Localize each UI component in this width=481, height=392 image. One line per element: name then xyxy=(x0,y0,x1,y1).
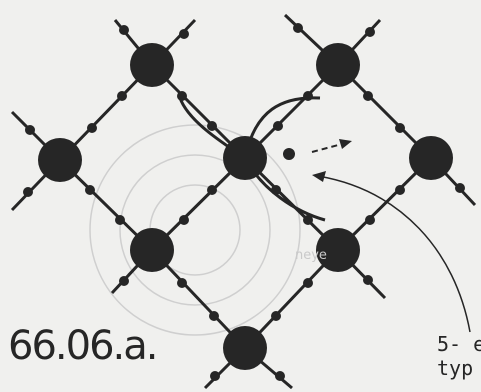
electron xyxy=(119,276,129,286)
electron xyxy=(179,215,189,225)
electron xyxy=(210,371,220,381)
callout-text: 5- e typ xyxy=(437,332,481,380)
electron xyxy=(177,278,187,288)
electron xyxy=(85,185,95,195)
electron xyxy=(115,215,125,225)
electron xyxy=(303,91,313,101)
callout-line-2: typ xyxy=(437,356,473,380)
electron xyxy=(363,275,373,285)
electron xyxy=(207,185,217,195)
atom-cores xyxy=(38,43,453,370)
electron xyxy=(25,125,35,135)
electron xyxy=(271,185,281,195)
figure-label: 66.06.a. xyxy=(8,323,156,369)
electron xyxy=(177,91,187,101)
electron xyxy=(365,27,375,37)
electron xyxy=(179,29,189,39)
atom-core xyxy=(409,136,453,180)
electron xyxy=(395,185,405,195)
electron xyxy=(365,215,375,225)
electron xyxy=(455,183,465,193)
electron xyxy=(303,215,313,225)
electron xyxy=(119,25,129,35)
electron xyxy=(117,91,127,101)
lattice-bonds xyxy=(60,65,431,348)
electron xyxy=(293,23,303,33)
electron xyxy=(207,121,217,131)
callout-arrowhead xyxy=(312,171,326,182)
drift-arrow xyxy=(312,139,352,152)
atom-core xyxy=(130,228,174,272)
electron xyxy=(395,123,405,133)
electron xyxy=(271,311,281,321)
electron xyxy=(303,278,313,288)
electron xyxy=(275,371,285,381)
ghost-text: neye xyxy=(295,248,327,263)
electron xyxy=(87,123,97,133)
electron xyxy=(209,311,219,321)
electron xyxy=(23,187,33,197)
atom-core xyxy=(223,326,267,370)
atom-core xyxy=(38,138,82,182)
electron xyxy=(363,91,373,101)
atom-core xyxy=(130,43,174,87)
atom-core-donor xyxy=(223,136,267,180)
atom-core xyxy=(316,43,360,87)
callout-line-1: 5- e xyxy=(437,332,481,356)
electron xyxy=(273,121,283,131)
background-ghost-rings xyxy=(90,125,300,335)
free-electron xyxy=(283,148,295,160)
